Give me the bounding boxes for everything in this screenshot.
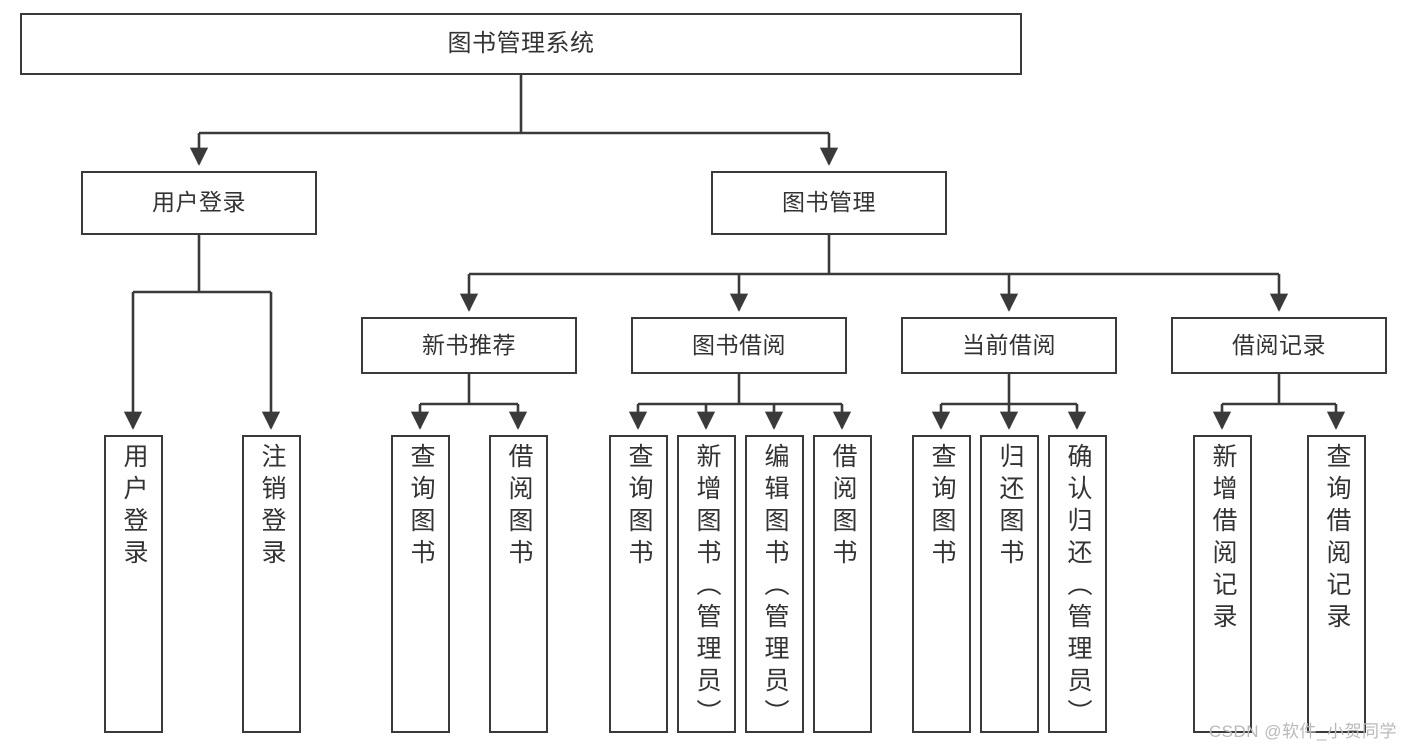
node-book-management[interactable]: 图书管理 [711,171,947,235]
node-leaf-bookborrow-query-book[interactable]: 查询图书 [609,435,668,733]
node-label: 图书借阅 [692,331,786,358]
node-leaf-logout[interactable]: 注销登录 [242,435,301,733]
node-label: 新书推荐 [422,331,516,358]
node-label: 查询借阅记录 [1323,443,1351,635]
node-current-borrow[interactable]: 当前借阅 [901,317,1117,374]
node-new-book-recommend[interactable]: 新书推荐 [361,317,577,374]
node-label: 归还图书 [996,443,1024,571]
node-user-login[interactable]: 用户登录 [81,171,317,235]
node-label: 借阅记录 [1232,331,1326,358]
node-leaf-currentborrow-return-book[interactable]: 归还图书 [980,435,1039,733]
watermark-text: CSDN @软件_小贺同学 [1208,722,1397,741]
node-label: 新增借阅记录 [1209,443,1237,635]
node-label: 新增图书（管理员） [693,443,721,731]
node-label: 注销登录 [258,443,286,571]
node-leaf-bookborrow-borrow-book[interactable]: 借阅图书 [813,435,872,733]
node-leaf-user-login[interactable]: 用户登录 [104,435,163,733]
node-label: 用户登录 [152,189,246,216]
node-leaf-bookborrow-add-book-admin[interactable]: 新增图书（管理员） [677,435,736,733]
node-label: 借阅图书 [505,443,533,571]
node-borrow-record[interactable]: 借阅记录 [1171,317,1387,374]
node-leaf-newbook-query-book[interactable]: 查询图书 [391,435,450,733]
node-label: 图书管理 [782,189,876,216]
node-label: 确认归还（管理员） [1064,443,1092,731]
node-leaf-currentborrow-query-book[interactable]: 查询图书 [912,435,971,733]
node-leaf-newbook-borrow-book[interactable]: 借阅图书 [489,435,548,733]
node-label: 查询图书 [407,443,435,571]
node-label: 当前借阅 [962,331,1056,358]
node-label: 查询图书 [625,443,653,571]
node-leaf-currentborrow-confirm-return-admin[interactable]: 确认归还（管理员） [1048,435,1107,733]
node-leaf-borrowrecord-query-record[interactable]: 查询借阅记录 [1307,435,1366,733]
node-label: 查询图书 [928,443,956,571]
node-leaf-borrowrecord-add-record[interactable]: 新增借阅记录 [1193,435,1252,733]
node-label: 编辑图书（管理员） [761,443,789,731]
node-book-borrow[interactable]: 图书借阅 [631,317,847,374]
node-label: 用户登录 [120,443,148,571]
node-leaf-bookborrow-edit-book-admin[interactable]: 编辑图书（管理员） [745,435,804,733]
node-label: 图书管理系统 [447,29,595,57]
node-label: 借阅图书 [829,443,857,571]
node-root-book-management-system[interactable]: 图书管理系统 [20,13,1022,75]
